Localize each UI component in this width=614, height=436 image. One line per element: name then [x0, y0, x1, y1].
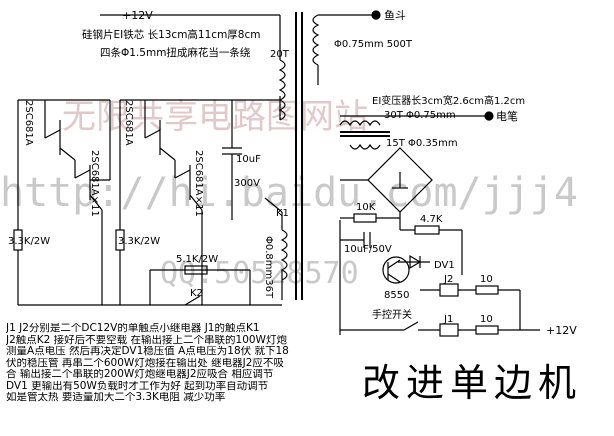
cap-main-value: 10uF [236, 154, 261, 165]
note-line: J1 J2分别是二个DC12V的单触点小继电器 J1的触点K1 [6, 323, 260, 334]
r-j2-label: 10 [480, 274, 493, 285]
watermark: 无限共享电路图网站 http://hi.baidu.com/jjj4 QQ:50… [0, 97, 578, 291]
cap-small-label: 10uF/50V [344, 244, 392, 255]
k1-label: K1 [276, 208, 289, 219]
note-line: J2触点K2 接好后不要空载 在输出接上二个串联的100W灯炮 [6, 334, 287, 346]
r-left-label: 3.3K/2W [8, 236, 50, 247]
manual-switch-label: 手控开关 [372, 308, 412, 321]
note-line: DV1 更输出有50W负载时才工作为好 起到功率自动调节 [6, 380, 269, 392]
k2-label: K2 [190, 288, 203, 299]
r-10k-label: 10K [356, 202, 376, 213]
dv1-label: DV1 [434, 260, 455, 271]
q4-label: 2SC681A×11 [193, 150, 204, 217]
small-secondary-label: 30T Φ0.75mm [384, 110, 456, 121]
small-primary-turns-label: 15T Φ0.35mm [386, 138, 458, 149]
labels: +12V 鱼斗 硅钢片EI铁芯 长13cm高11cm厚8cm 四条Φ1.5mm扭… [8, 8, 577, 337]
primary-turns-label: 20T [270, 49, 290, 60]
page-title: 改进单边机 [362, 361, 583, 405]
notes-block: J1 J2分别是二个DC12V的单触点小继电器 J1的触点K1 J2触点K2 接… [6, 323, 351, 404]
watermark-site-name: 无限共享电路图网站 [62, 97, 368, 137]
q1-label: 2SC681A [23, 100, 34, 146]
feedback-coil-label: Φ0.8mm36T [263, 236, 274, 299]
core-spec-label: 硅钢片EI铁芯 长13cm高11cm厚8cm [82, 28, 260, 41]
wiring [13, 10, 540, 337]
r-j1-label: 10 [480, 314, 493, 325]
note-line: 合 输出接二个串联的200W灯炮继电器J2应吸合 相应调节 [6, 369, 274, 380]
supply-top-label: +12V [122, 9, 153, 22]
j2-label: J2 [443, 274, 453, 285]
j1-label: J1 [443, 314, 453, 325]
q2-label: 2SC681A×11 [89, 150, 100, 217]
r-mid-label: 3.3K/2W [118, 236, 160, 247]
q3-label: 2SC681A [123, 100, 134, 146]
note-line: 测量A点电压 然后再决定DV1稳压值 A点电压为18伏 就下18 [6, 346, 289, 357]
r-k2-label: 5.1K/2W [176, 254, 218, 265]
small-core-label: EI变压器长3cm宽2.6cm高1.2cm [372, 94, 525, 107]
r-4k7-label: 4.7K [420, 214, 443, 225]
note-line: 伏的稳压管 再串二个600W灯炮接在输出处 继电器J2应不吸 [6, 357, 284, 369]
secondary-label: Φ0.75mm 500T [334, 39, 413, 50]
cap-main-voltage: 300V [234, 178, 260, 189]
watermark-url: http://hi.baidu.com/jjj4 [0, 170, 578, 216]
primary-wire-label: 四条Φ1.5mm扭成麻花当一条绕 [100, 46, 251, 59]
output-fish-label: 鱼斗 [384, 8, 406, 22]
transistor-8550-label: 8550 [384, 290, 409, 301]
note-line: 如是管太热 要适量加大二个3.3K电阻 减少功率 [6, 392, 226, 403]
output-pen-label: 电笔 [496, 109, 518, 123]
supply-bottom-label: +12V [546, 324, 577, 337]
